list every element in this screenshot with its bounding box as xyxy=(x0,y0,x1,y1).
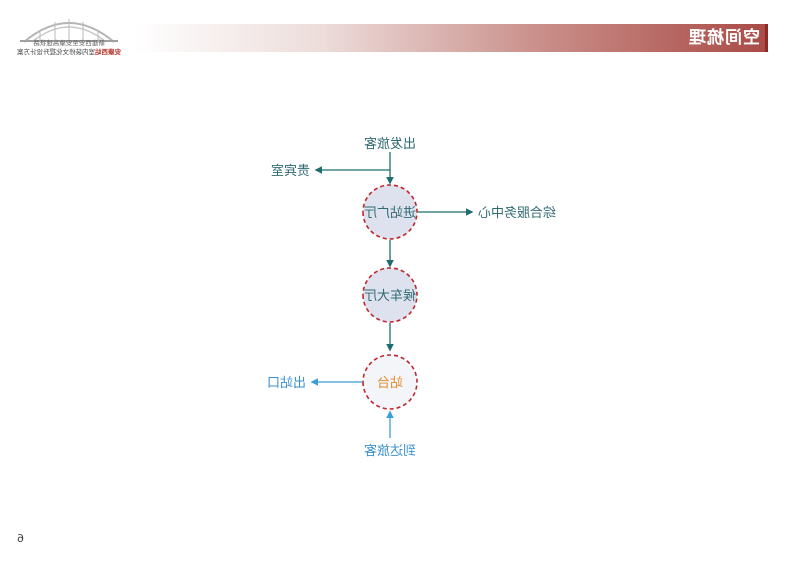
arriving-passengers-label: 到达旅客 xyxy=(364,443,416,459)
platform-node xyxy=(362,354,418,410)
exit-label: 出站口 xyxy=(267,376,306,391)
service-center-label: 综合服务中心 xyxy=(478,205,556,221)
page-number: 6 xyxy=(17,532,24,545)
entrance-hall-node xyxy=(362,184,418,240)
waiting-hall-node xyxy=(362,267,418,323)
waiting-hall-label: 候车大厅 xyxy=(364,288,416,304)
vip-room-label: 贵宾室 xyxy=(271,163,310,179)
platform-label: 站台 xyxy=(377,376,403,391)
station-logo-icon xyxy=(20,19,118,43)
departing-passengers-label: 出发旅客 xyxy=(364,136,416,152)
entrance-hall-label: 进站广厅 xyxy=(364,206,416,221)
